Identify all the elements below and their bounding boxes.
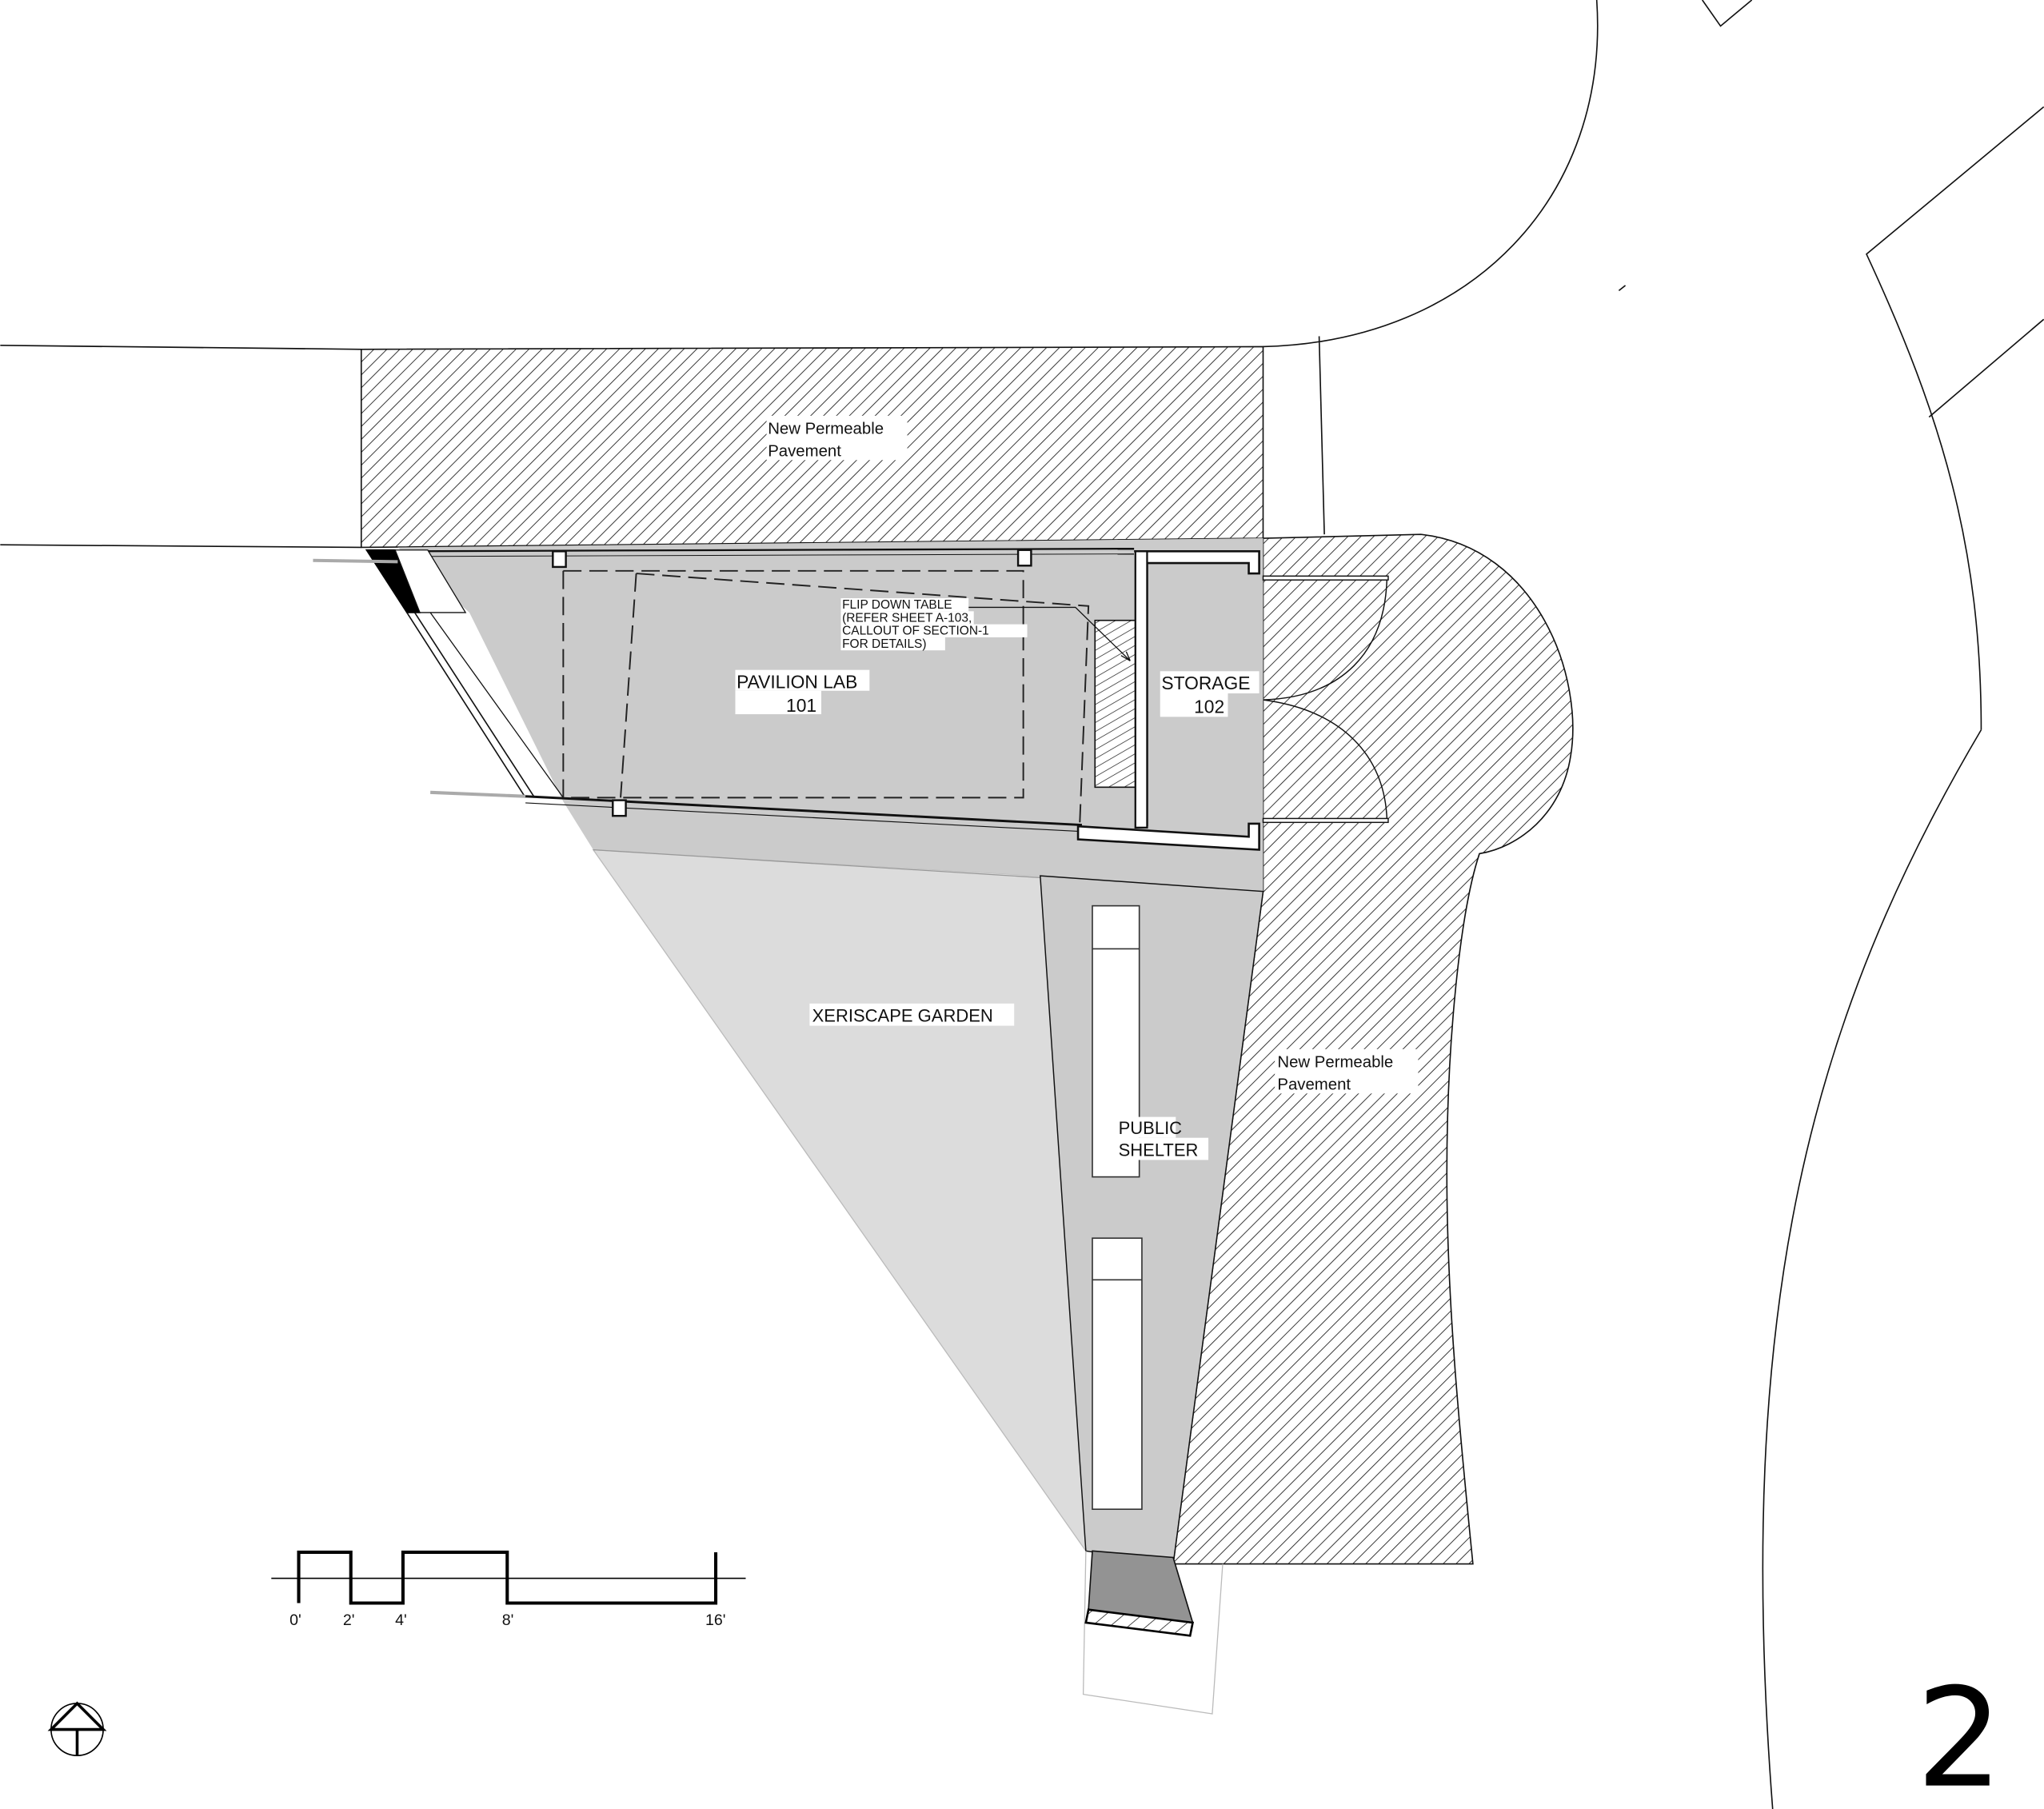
column	[552, 550, 567, 569]
svg-text:New Permeable: New Permeable	[1277, 1054, 1393, 1072]
svg-text:(REFER SHEET A-103,: (REFER SHEET A-103,	[842, 611, 972, 625]
label-storage: STORAGE 102	[1160, 671, 1260, 717]
ramp-outline-faint	[1082, 1551, 1224, 1715]
svg-text:STORAGE: STORAGE	[1161, 673, 1250, 693]
svg-text:Pavement: Pavement	[768, 442, 841, 460]
road-edge-top	[0, 345, 361, 350]
road-edge-right-lower	[1928, 318, 2044, 418]
svg-text:4': 4'	[395, 1611, 407, 1629]
entry-ramp	[1082, 1550, 1224, 1715]
step-hatched	[1084, 1608, 1195, 1637]
column	[612, 799, 627, 817]
storage-doors	[1262, 575, 1389, 824]
scale-bar	[271, 1550, 746, 1605]
label-pavilion-lab: PAVILION LAB 101	[735, 669, 870, 716]
pavilion-walls	[313, 547, 1135, 833]
bench-lower	[1092, 1237, 1143, 1510]
overhead-dashed-lines	[562, 569, 1090, 835]
label-pavement-right: New Permeable Pavement	[1275, 1048, 1419, 1093]
svg-text:0': 0'	[289, 1611, 301, 1629]
label-public-shelter: PUBLIC SHELTER	[1116, 1116, 1209, 1160]
column	[1016, 549, 1032, 567]
callout-leader	[968, 606, 1131, 661]
svg-text:FLIP DOWN TABLE: FLIP DOWN TABLE	[842, 598, 952, 612]
label-xeriscape-garden: XERISCAPE GARDEN	[809, 1003, 1015, 1026]
curb-curve-top	[1263, 0, 1599, 348]
svg-text:8': 8'	[502, 1611, 514, 1629]
svg-text:102: 102	[1194, 696, 1224, 717]
svg-text:CALLOUT OF SECTION-1: CALLOUT OF SECTION-1	[842, 625, 989, 638]
north-arrow-icon	[47, 1701, 107, 1756]
sidewalk-line	[1318, 336, 1325, 535]
svg-text:Pavement: Pavement	[1277, 1076, 1351, 1093]
svg-text:New Permeable: New Permeable	[768, 421, 884, 438]
flip-down-table	[1094, 619, 1148, 789]
sheet-number: 2	[1916, 1659, 2003, 1809]
svg-text:XERISCAPE GARDEN: XERISCAPE GARDEN	[812, 1006, 993, 1026]
svg-text:101: 101	[786, 695, 816, 716]
road-edge-right-upper	[1866, 106, 2044, 730]
scale-bar-ticks: 0' 2' 4' 8' 16'	[289, 1611, 725, 1629]
road-tick	[1618, 285, 1627, 292]
storage-walls	[1076, 550, 1260, 851]
label-pavement-top: New Permeable Pavement	[766, 415, 908, 460]
road-edge-right-long	[1762, 729, 1982, 1809]
svg-text:PUBLIC: PUBLIC	[1119, 1118, 1183, 1138]
xeriscape-garden-area	[592, 849, 1087, 1553]
svg-text:16': 16'	[705, 1611, 725, 1629]
svg-text:PAVILION LAB: PAVILION LAB	[737, 671, 857, 692]
svg-text:SHELTER: SHELTER	[1119, 1140, 1199, 1160]
svg-text:FOR DETAILS): FOR DETAILS)	[842, 637, 926, 651]
road-edge-bottom	[0, 544, 361, 549]
diagonal-top-right	[1702, 0, 1753, 27]
svg-text:2': 2'	[343, 1611, 355, 1629]
label-flip-down-table-callout: FLIP DOWN TABLE (REFER SHEET A-103, CALL…	[840, 598, 1028, 651]
